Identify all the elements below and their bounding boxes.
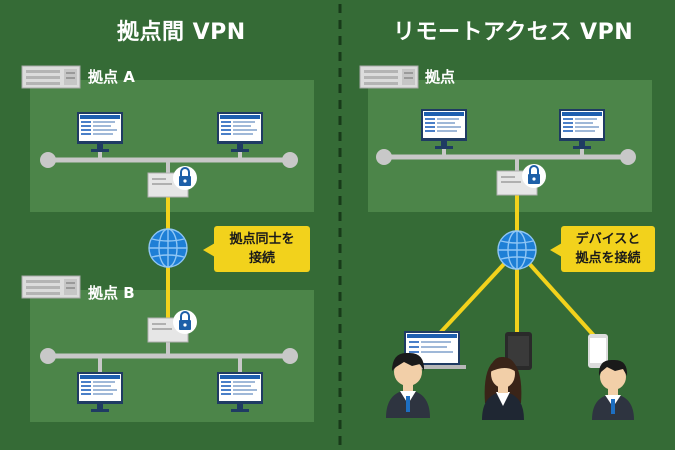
laptop-icon: [398, 331, 466, 369]
site-a-lan-end-left: [40, 152, 56, 168]
left-callout-shape: [203, 226, 310, 272]
right-callout-text: デバイスと 拠点を接続: [561, 230, 655, 268]
site-a-lock-icon: [172, 165, 198, 191]
right-lan-end-right: [620, 149, 636, 165]
site-b-lan-end-left: [40, 348, 56, 364]
person-man-2-icon: [592, 359, 634, 420]
site-a-lan-end-right: [282, 152, 298, 168]
right-internet-globe-icon: [497, 230, 537, 270]
right-callout-line-1: デバイスと: [575, 232, 641, 247]
remote-link-phone: [515, 248, 598, 340]
left-panel-title: 拠点間 VPN: [117, 20, 246, 45]
right-panel-title: リモートアクセス VPN: [393, 20, 634, 45]
left-callout-line-1: 拠点同士を: [229, 232, 295, 247]
site-a-server-icon: [21, 65, 81, 89]
right-site-server-icon: [359, 65, 419, 89]
person-man-1-icon: [386, 352, 430, 418]
right-lan-end-left: [376, 149, 392, 165]
left-internet-globe-icon: [148, 228, 188, 268]
site-b-lock-icon: [172, 309, 198, 335]
site-b-lan-end-right: [282, 348, 298, 364]
person-woman-icon: [482, 356, 524, 420]
right-callout-shape: [550, 226, 655, 272]
right-site-label: 拠点: [425, 68, 456, 86]
right-lock-icon: [521, 163, 547, 189]
site-a-label: 拠点 A: [88, 68, 135, 86]
smartphone-icon: [588, 334, 608, 368]
left-callout-text: 拠点同士を 接続: [215, 230, 309, 268]
site-b-server-icon: [21, 275, 81, 299]
right-callout-line-2: 拠点を接続: [575, 251, 641, 266]
site-b-label: 拠点 B: [88, 284, 135, 302]
left-callout-line-2: 接続: [248, 251, 275, 266]
